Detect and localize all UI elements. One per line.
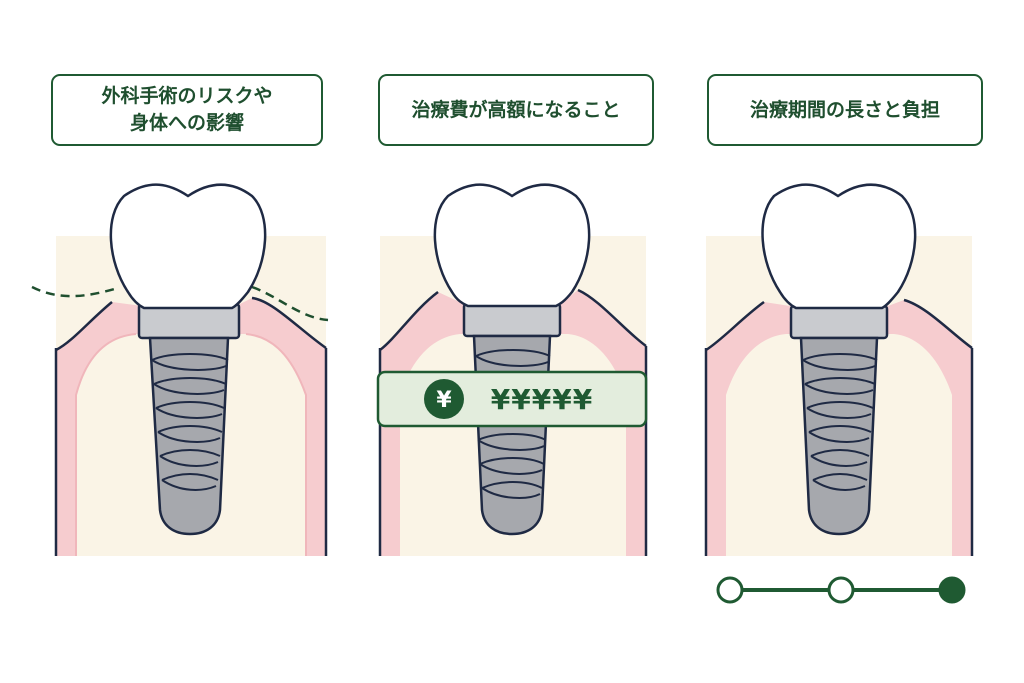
panel-surgical-risk bbox=[31, 183, 329, 556]
label-line: 外科手術のリスクや bbox=[101, 85, 273, 107]
gum-recession-dashed-line bbox=[31, 285, 119, 298]
label-high-cost: 治療費が高額になること bbox=[378, 74, 654, 146]
yen-icon bbox=[424, 379, 464, 419]
timeline-step-open bbox=[716, 576, 744, 604]
yen-icon-symbol: ¥ bbox=[436, 388, 452, 413]
cost-badge: ¥ ¥¥¥¥¥ bbox=[376, 370, 648, 428]
implant-screw bbox=[799, 336, 879, 536]
label-line: 身体への影響 bbox=[129, 112, 244, 134]
timeline-step-open bbox=[827, 576, 855, 604]
gum-recession-dashed-line bbox=[251, 285, 329, 322]
implant-abutment bbox=[462, 302, 562, 338]
tooth-crown bbox=[433, 183, 591, 308]
implant-screw bbox=[148, 336, 230, 536]
label-line: 治療費が高額になること bbox=[411, 98, 621, 121]
timeline-step-filled bbox=[938, 576, 966, 604]
panel-treatment-duration bbox=[704, 183, 974, 604]
tooth-crown bbox=[761, 183, 917, 310]
label-surgical-risk: 外科手術のリスクや 身体への影響 bbox=[51, 74, 323, 146]
label-treatment-duration: 治療期間の長さと負担 bbox=[707, 74, 983, 146]
implant-abutment bbox=[789, 304, 889, 340]
treatment-timeline bbox=[716, 576, 966, 604]
label-line: 治療期間の長さと負担 bbox=[749, 98, 940, 121]
tooth-crown bbox=[109, 183, 267, 310]
panel-high-cost: ¥ ¥¥¥¥¥ bbox=[376, 183, 648, 556]
cost-yen-symbols: ¥¥¥¥¥ bbox=[491, 383, 593, 416]
